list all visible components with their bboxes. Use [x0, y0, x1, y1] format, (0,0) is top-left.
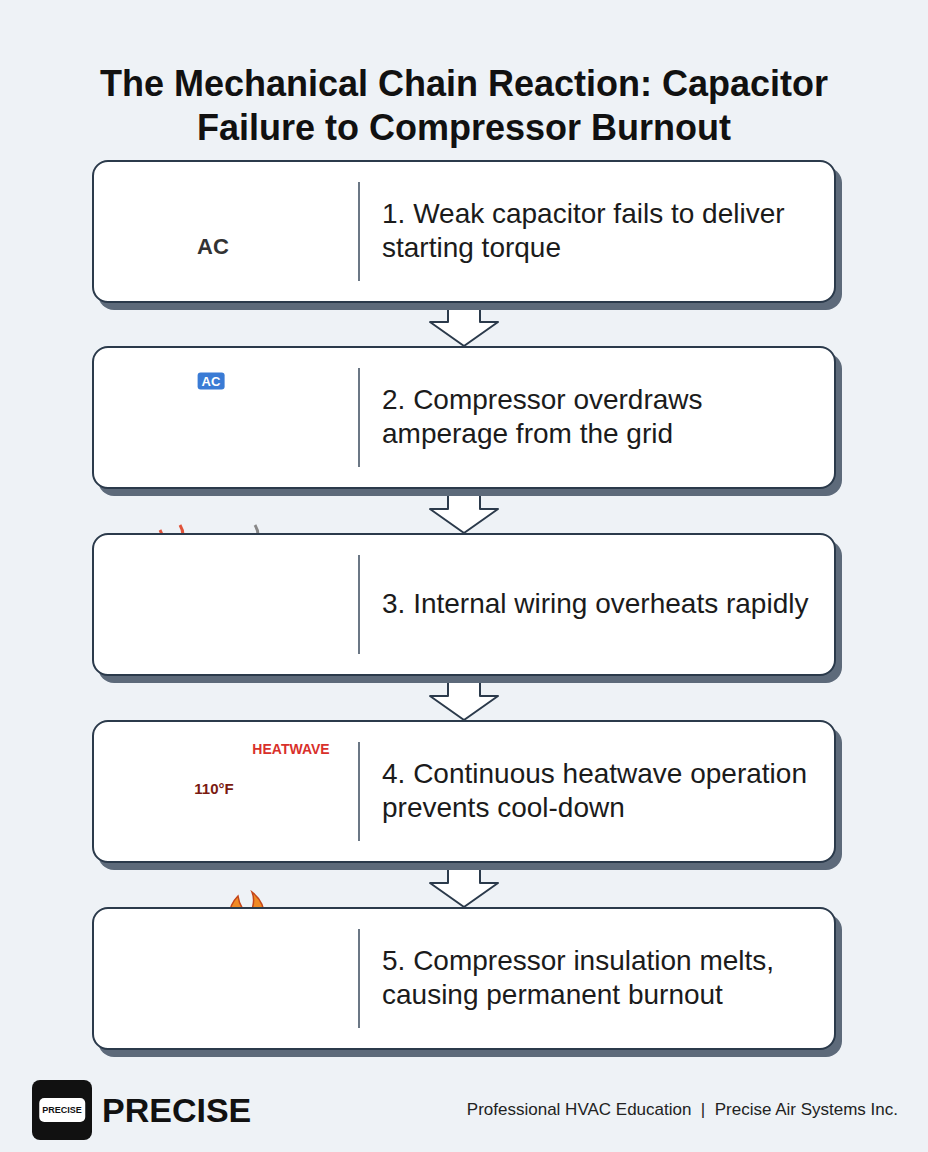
flow-arrow — [430, 489, 498, 533]
icon-label: AC — [198, 373, 225, 390]
process-box: 5. Compressor insulation melts, causing … — [92, 907, 836, 1050]
step-text: 2. Compressor overdraws amperage from th… — [382, 383, 814, 451]
flow-arrow — [430, 303, 498, 346]
divider-line — [358, 929, 360, 1028]
divider-line — [358, 555, 360, 654]
footer-note: Professional HVAC Education | Precise Ai… — [467, 1100, 898, 1120]
icon-label: AC — [197, 234, 229, 260]
step-text: 1. Weak capacitor fails to deliver start… — [382, 197, 814, 265]
process-box: 2. Compressor overdraws amperage from th… — [92, 346, 836, 489]
icon-label: HEATWAVE — [252, 741, 329, 757]
diagram-title: The Mechanical Chain Reaction: Capacitor… — [40, 62, 888, 150]
divider-line — [358, 368, 360, 467]
step-text: 3. Internal wiring overheats rapidly — [382, 587, 814, 621]
process-box: 1. Weak capacitor fails to deliver start… — [92, 160, 836, 303]
flow-arrow — [430, 863, 498, 907]
divider-line — [358, 742, 360, 841]
logo-box: PRECISE — [32, 1080, 92, 1140]
step-text: 4. Continuous heatwave operation prevent… — [382, 757, 814, 825]
divider-line — [358, 182, 360, 281]
process-box: 3. Internal wiring overheats rapidly — [92, 533, 836, 676]
brand-name: PRECISE — [102, 1091, 251, 1130]
step-text: 5. Compressor insulation melts, causing … — [382, 944, 814, 1012]
icon-label: 110°F — [194, 780, 233, 797]
logo-text: PRECISE — [39, 1098, 85, 1122]
flow-arrow — [430, 676, 498, 720]
